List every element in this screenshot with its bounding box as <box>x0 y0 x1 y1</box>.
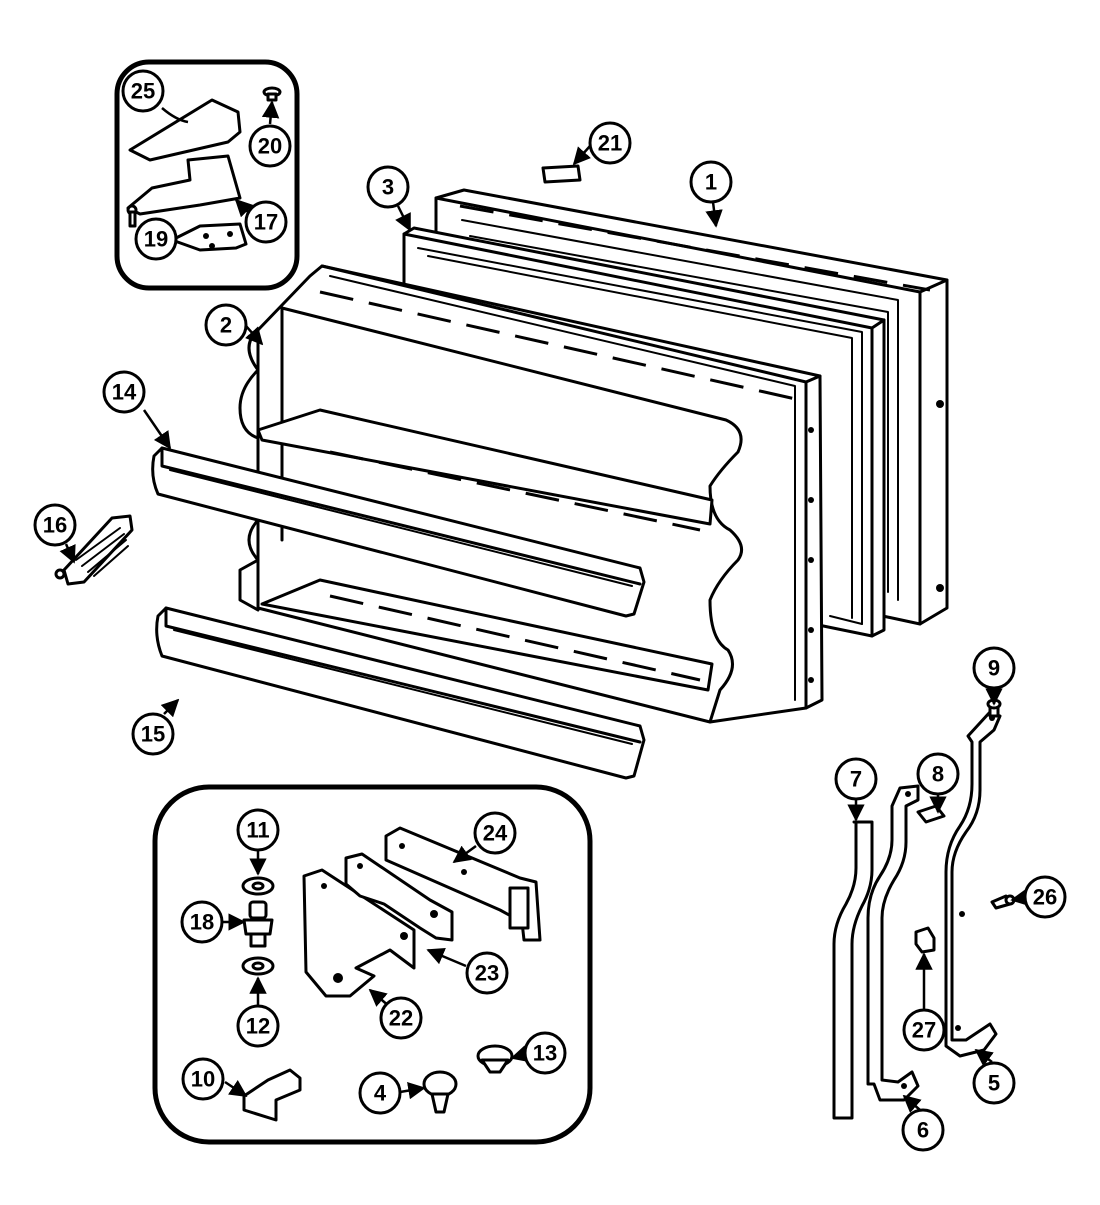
callout-9: 9 <box>972 646 1016 690</box>
callout-18: 18 <box>180 900 224 944</box>
callout-27: 27 <box>902 1008 946 1052</box>
part-16-rail-clip <box>54 514 134 586</box>
callout-14-label: 14 <box>112 380 137 405</box>
callout-1: 1 <box>689 160 733 204</box>
callout-16-label: 16 <box>43 513 67 538</box>
hardware-inset <box>152 784 593 1145</box>
callout-13-label: 13 <box>533 1041 557 1066</box>
callout-21-label: 21 <box>598 131 622 156</box>
callout-18-label: 18 <box>190 910 214 935</box>
part-10-bracket <box>242 1068 302 1122</box>
callout-4-label: 4 <box>374 1081 387 1106</box>
callout-19-label: 19 <box>144 227 168 252</box>
part-25-hinge-cover <box>128 98 242 162</box>
callout-27-label: 27 <box>912 1018 936 1043</box>
callout-1-label: 1 <box>705 170 717 195</box>
part-24-hinge-bracket <box>384 826 542 942</box>
callout-21: 21 <box>588 121 632 165</box>
part-11-washer <box>241 876 275 896</box>
callout-20-label: 20 <box>258 134 282 159</box>
callout-24-label: 24 <box>483 821 508 846</box>
callout-15-label: 15 <box>141 722 165 747</box>
inset-frame-top <box>114 59 300 291</box>
callout-14: 14 <box>102 370 146 414</box>
part-8-clip <box>916 804 946 824</box>
callout-20: 20 <box>248 124 292 168</box>
callout-10-label: 10 <box>191 1067 215 1092</box>
part-21-plug <box>541 164 582 184</box>
callout-19: 19 <box>134 217 178 261</box>
part-22-bottom-hinge <box>302 868 416 998</box>
callouts: 25 20 17 19 21 1 3 2 14 16 15 11 18 12 2… <box>33 69 1067 1152</box>
inset-frame-bottom <box>152 784 593 1145</box>
callout-8: 8 <box>916 752 960 796</box>
callout-3-label: 3 <box>382 175 394 200</box>
callout-3: 3 <box>366 165 410 209</box>
callout-13: 13 <box>523 1031 567 1075</box>
callout-11-label: 11 <box>246 818 269 843</box>
callout-22-label: 22 <box>389 1006 413 1031</box>
callout-6: 6 <box>901 1108 945 1152</box>
part-20-screw <box>262 86 282 102</box>
callout-8-label: 8 <box>932 762 944 787</box>
callout-17: 17 <box>244 200 288 244</box>
callout-26: 26 <box>1023 875 1067 919</box>
callout-24: 24 <box>473 811 517 855</box>
part-15-shelf-rail-lower <box>155 606 646 780</box>
callout-15: 15 <box>131 712 175 756</box>
part-23-hinge-shim <box>344 852 454 942</box>
callout-12-label: 12 <box>246 1014 270 1039</box>
callout-4: 4 <box>358 1071 402 1115</box>
part-26-screw <box>990 894 1016 910</box>
callout-22: 22 <box>379 996 423 1040</box>
callout-5-label: 5 <box>988 1071 1000 1096</box>
callout-25-label: 25 <box>131 79 155 104</box>
callout-2: 2 <box>204 303 248 347</box>
callout-17-label: 17 <box>254 210 278 235</box>
part-2-door-liner <box>238 264 824 724</box>
part-4-plug-button <box>422 1070 458 1114</box>
part-5-handle <box>944 710 1002 1058</box>
callout-7-label: 7 <box>850 767 862 792</box>
callout-12: 12 <box>236 1004 280 1048</box>
part-6-handle <box>866 784 920 1102</box>
part-18-pivot-pin <box>242 900 274 948</box>
callout-9-label: 9 <box>988 656 1000 681</box>
callout-11: 11 <box>236 808 280 852</box>
part-27-plug <box>914 926 936 954</box>
callout-2-label: 2 <box>220 313 232 338</box>
callout-23-label: 23 <box>475 961 499 986</box>
top-hinge-inset <box>114 59 300 291</box>
part-13-cap <box>476 1044 514 1074</box>
part-14-shelf-rail-upper <box>151 446 646 618</box>
callout-16: 16 <box>33 503 77 547</box>
callout-23: 23 <box>465 951 509 995</box>
callout-6-label: 6 <box>917 1118 929 1143</box>
part-7-handle-trim <box>832 820 874 1120</box>
part-19-hinge-shim <box>170 222 248 252</box>
callout-7: 7 <box>834 757 878 801</box>
callout-5: 5 <box>972 1061 1016 1105</box>
part-17-hinge <box>126 154 242 216</box>
callout-26-label: 26 <box>1033 885 1057 910</box>
callout-10: 10 <box>181 1057 225 1101</box>
part-12-washer <box>241 956 275 976</box>
callout-25: 25 <box>121 69 165 113</box>
